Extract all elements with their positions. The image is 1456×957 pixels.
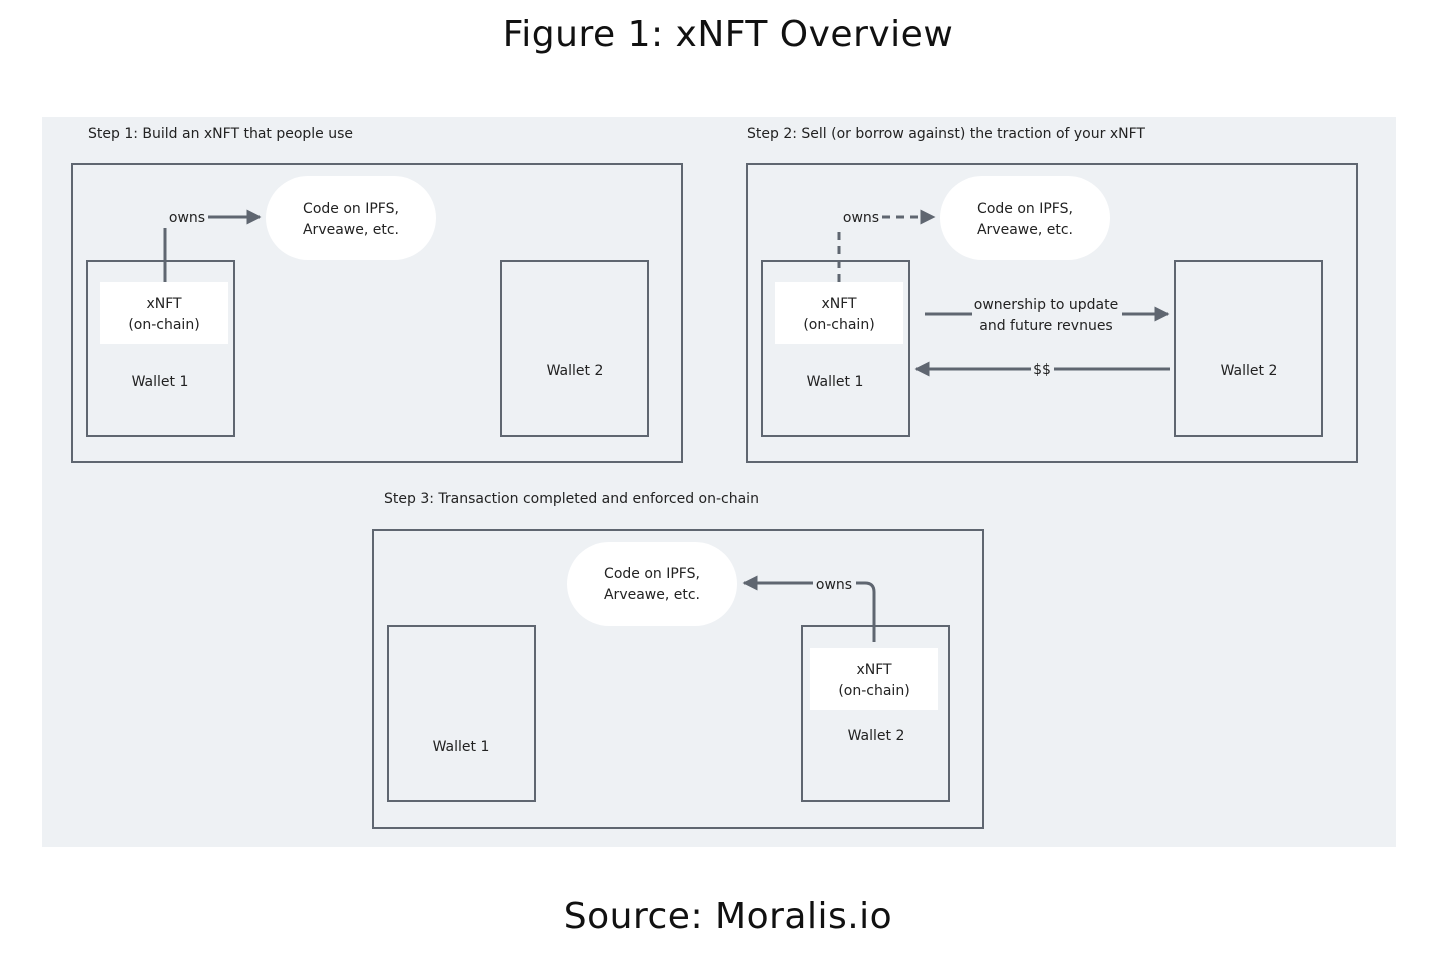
step-1-wallet-1 (86, 260, 235, 437)
step-1-frame (71, 163, 683, 463)
step-1-xnft-node (100, 282, 228, 344)
figure-source: Source: Moralis.io (563, 896, 893, 937)
diagram-background (42, 117, 1396, 847)
step-1-wallet-2-label: Wallet 2 (547, 363, 604, 379)
step-1-code-line1: Code on IPFS, (303, 201, 399, 217)
step-2-xnft-node (775, 282, 903, 344)
step-1-heading: Step 1: Build an xNFT that people use (88, 126, 353, 142)
step-3-owns-connector (856, 581, 876, 642)
step-3-owns-label: owns (816, 577, 852, 593)
step-2-wallet-1-label: Wallet 1 (807, 374, 864, 390)
step-1-owns-label: owns (169, 210, 205, 226)
step-3-code-line2: Arveawe, etc. (604, 587, 700, 603)
step-3-wallet-1 (387, 625, 536, 802)
step-2-wallet-2-label: Wallet 2 (1221, 363, 1278, 379)
step-2-transfer-line2: and future revnues (979, 318, 1112, 334)
step-2-wallet-1 (761, 260, 910, 437)
step-2-code-node (940, 176, 1110, 260)
step-3-code-line1: Code on IPFS, (604, 566, 700, 582)
step-2-frame (746, 163, 1358, 463)
figure-title: Figure 1: xNFT Overview (502, 14, 954, 55)
step-1-xnft-line2: (on-chain) (128, 317, 199, 333)
step-3-frame (372, 529, 984, 829)
step-3-wallet-2-label: Wallet 2 (848, 728, 905, 744)
step-3-xnft-node (810, 648, 938, 710)
step-2-heading: Step 2: Sell (or borrow against) the tra… (747, 126, 1145, 142)
step-2-payment-label: $$ (1033, 362, 1051, 378)
step-2-owns-label: owns (843, 210, 879, 226)
step-1-code-line2: Arveawe, etc. (303, 222, 399, 238)
step-1-wallet-2 (500, 260, 649, 437)
step-1-code-node (266, 176, 436, 260)
step-2-code-line2: Arveawe, etc. (977, 222, 1073, 238)
step-2-xnft-line2: (on-chain) (803, 317, 874, 333)
step-2-code-line1: Code on IPFS, (977, 201, 1073, 217)
step-2-xnft-line1: xNFT (821, 296, 857, 312)
step-3-xnft-line2: (on-chain) (838, 683, 909, 699)
step-2-wallet-2 (1174, 260, 1323, 437)
step-3-heading: Step 3: Transaction completed and enforc… (384, 491, 759, 507)
step-3-code-node (567, 542, 737, 626)
step-2-transfer-line1: ownership to update (974, 297, 1118, 313)
step-1-wallet-1-label: Wallet 1 (132, 374, 189, 390)
step-3-wallet-1-label: Wallet 1 (433, 739, 490, 755)
step-3-xnft-line1: xNFT (856, 662, 892, 678)
step-1-xnft-line1: xNFT (146, 296, 182, 312)
